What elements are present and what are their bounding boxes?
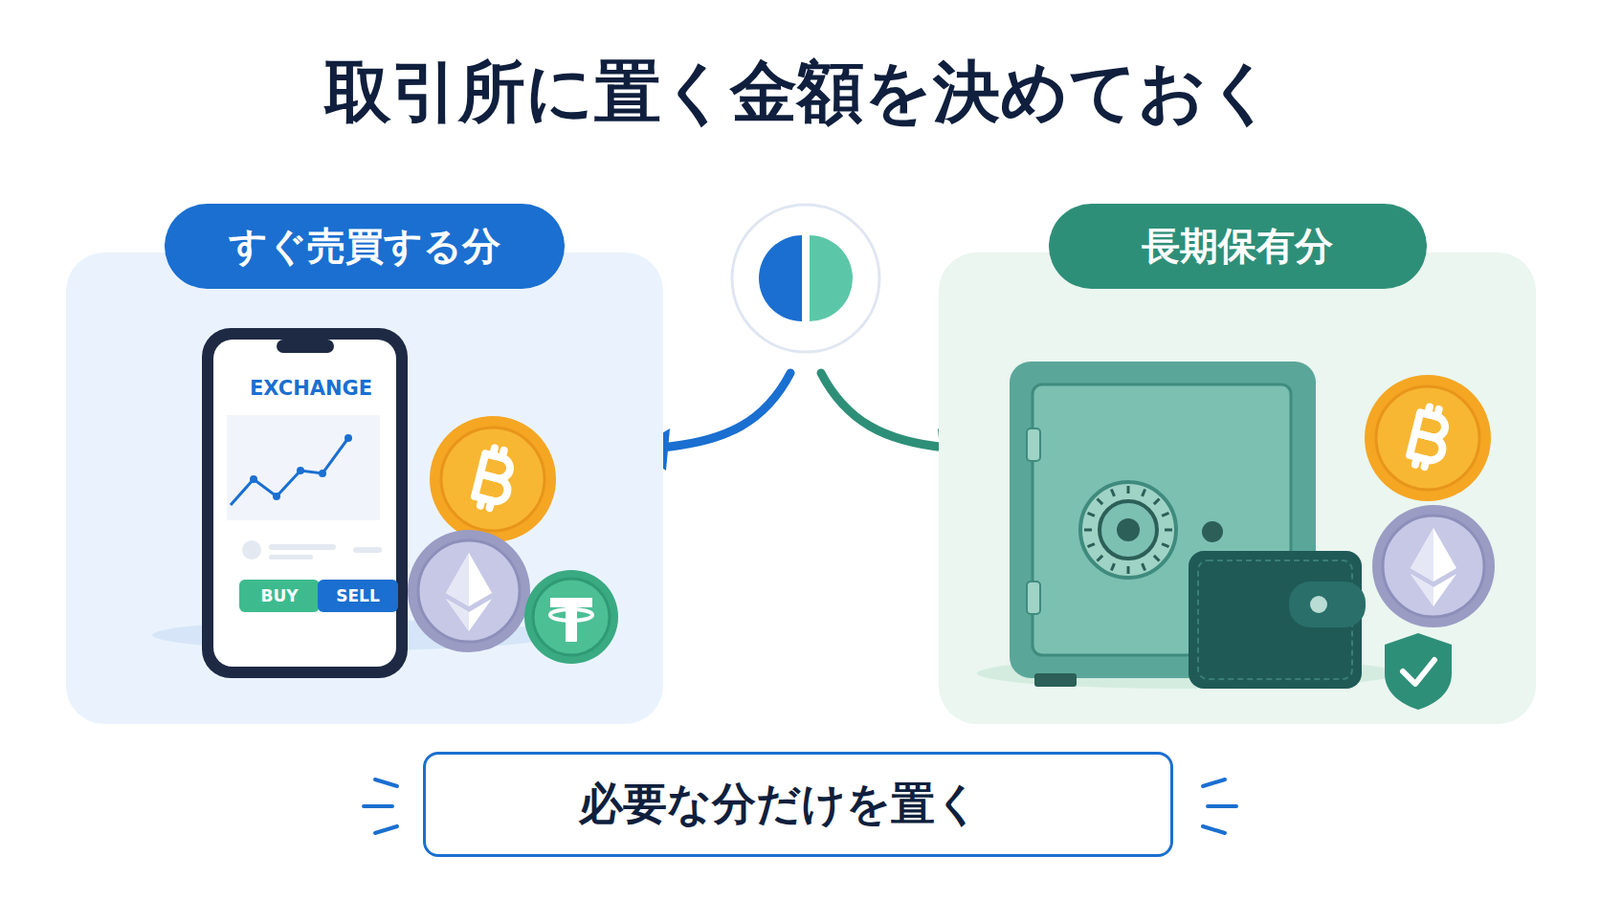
coin [407, 530, 531, 653]
panel-illustration [938, 252, 1536, 725]
panel-heading: すぐ売買する分 [164, 203, 565, 289]
note-box: 必要な分だけを置く [422, 752, 1174, 858]
trade-button: BUY [239, 579, 320, 613]
note-text: 必要な分だけを置く [578, 775, 980, 835]
screen-label: EXCHANGE [249, 377, 373, 400]
panel-heading: 長期保有分 [1048, 203, 1427, 289]
panel-illustration [66, 252, 664, 725]
trade-button: SELL [317, 579, 399, 613]
title: 取引所に置く金額を決めておく [0, 47, 1600, 138]
panel: 長期保有分 [938, 252, 1536, 725]
panel: すぐ売買する分BUYSELLEXCHANGE [66, 252, 664, 725]
coin [429, 416, 556, 543]
